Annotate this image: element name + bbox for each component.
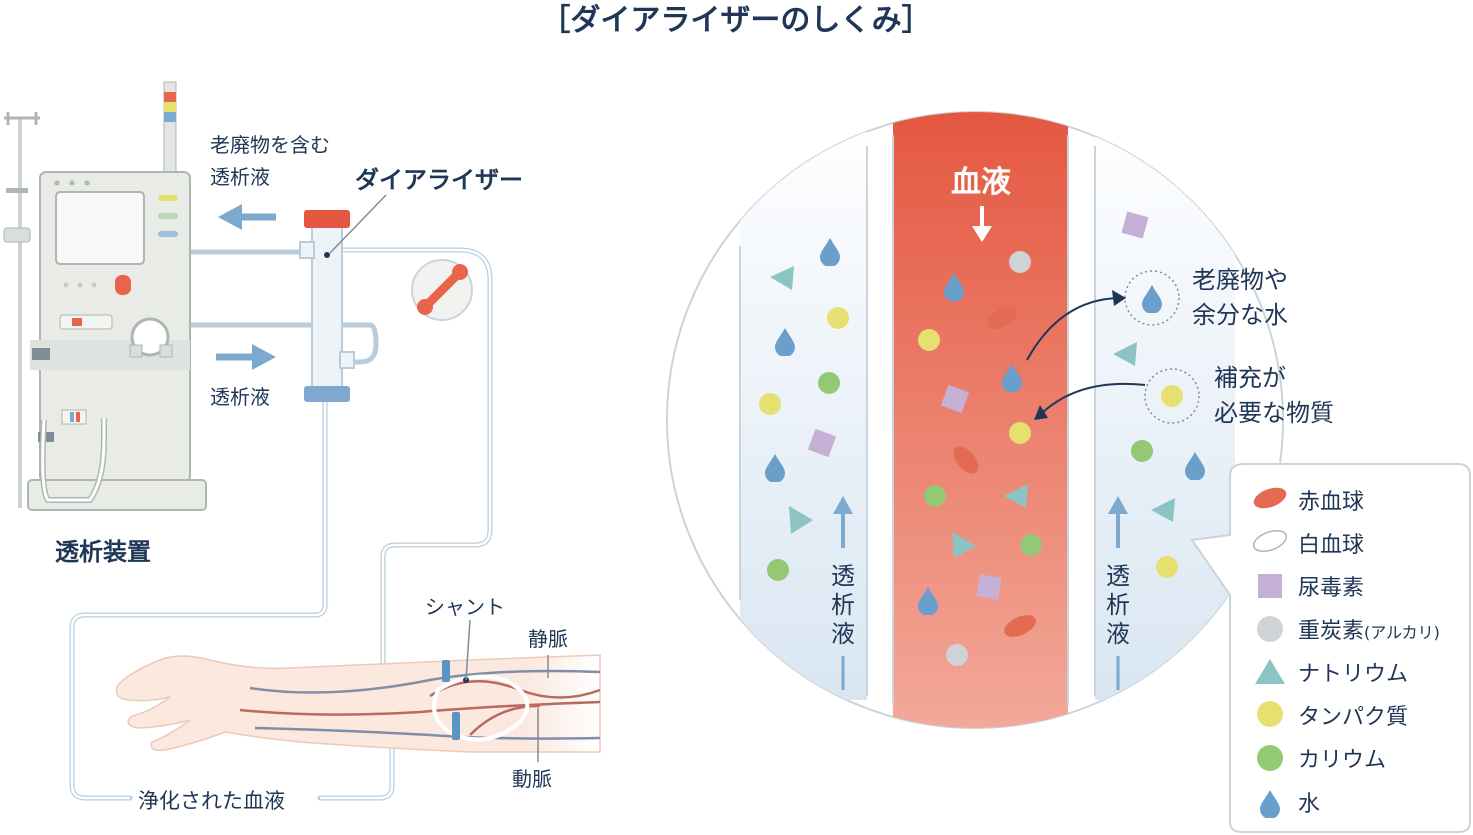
inflow-arrow-icon bbox=[216, 344, 276, 370]
bicarbonate-circle-icon bbox=[946, 644, 968, 666]
legend-label-sodium: ナトリウム bbox=[1298, 662, 1408, 687]
urea-square-icon bbox=[807, 428, 837, 458]
machine-label: 透析装置 bbox=[55, 538, 151, 566]
red-blood-cell-icon bbox=[987, 306, 1017, 330]
red-blood-cell-icon bbox=[1253, 487, 1287, 509]
potassium-circle-icon bbox=[924, 485, 946, 507]
urea-square-icon bbox=[1258, 574, 1282, 598]
legend-label-protein: タンパク質 bbox=[1298, 705, 1408, 730]
potassium-circle-icon bbox=[818, 372, 840, 394]
sodium-triangle-icon bbox=[770, 266, 794, 290]
sodium-triangle-icon bbox=[1255, 659, 1285, 684]
particles-blood-column bbox=[918, 251, 1042, 666]
dialysate-left-char-2: 析 bbox=[831, 591, 855, 619]
dialysate-right-char-3: 液 bbox=[1106, 620, 1130, 648]
red-blood-cell-icon bbox=[953, 446, 979, 474]
potassium-circle-icon bbox=[1131, 440, 1153, 462]
particles-left-column bbox=[759, 238, 849, 581]
legend-label-wbc: 白血球 bbox=[1298, 533, 1364, 558]
legend-label-bicarbonate-suffix: (アルカリ) bbox=[1364, 623, 1440, 642]
arm-illustration bbox=[115, 619, 601, 762]
blood-label: 血液 bbox=[951, 165, 1011, 200]
red-blood-cell-icon bbox=[1004, 615, 1036, 637]
waste-label-2: 余分な水 bbox=[1192, 301, 1288, 329]
potassium-circle-icon bbox=[1020, 534, 1042, 556]
dialysate-left-char-1: 透 bbox=[831, 562, 855, 590]
protein-circle-icon bbox=[827, 307, 849, 329]
dialyzer-label: ダイアライザー bbox=[355, 166, 523, 194]
urea-square-icon bbox=[976, 574, 1002, 600]
potassium-circle-icon bbox=[1257, 745, 1283, 771]
sodium-triangle-icon bbox=[1151, 498, 1175, 522]
artery-label: 動脈 bbox=[512, 767, 552, 791]
highlight-ring bbox=[1144, 368, 1200, 424]
dialysate-right-char-1: 透 bbox=[1106, 562, 1130, 590]
dialyzer-device bbox=[299, 194, 387, 402]
outflow-arrow-icon bbox=[218, 204, 276, 230]
legend-label-water: 水 bbox=[1298, 792, 1320, 817]
protein-circle-icon bbox=[759, 393, 781, 415]
legend-label-urea: 尿毒素 bbox=[1298, 576, 1364, 601]
dialysis-machine bbox=[3, 81, 207, 511]
page-title: ［ダイアライザーのしくみ］ bbox=[540, 3, 931, 38]
dialysate-label: 透析液 bbox=[210, 385, 270, 409]
sodium-triangle-icon bbox=[1004, 484, 1028, 508]
sodium-triangle-icon bbox=[789, 506, 813, 534]
protein-circle-icon bbox=[918, 329, 940, 351]
sodium-triangle-icon bbox=[1113, 342, 1137, 366]
highlight-ring bbox=[1124, 270, 1180, 326]
blood-down-arrow-icon bbox=[972, 206, 992, 242]
waste-dialysate-label-2: 透析液 bbox=[210, 165, 270, 189]
particles-right-column bbox=[1113, 211, 1205, 578]
supply-in-arrowhead-icon bbox=[1034, 405, 1048, 420]
dialysate-left-up-arrow-icon bbox=[833, 496, 853, 690]
exchange-arrows bbox=[1026, 297, 1146, 414]
white-blood-cell-icon bbox=[1252, 529, 1288, 553]
dialysate-right-char-2: 析 bbox=[1106, 591, 1130, 619]
legend-label-bicarbonate: 重炭素(アルカリ) bbox=[1298, 619, 1440, 644]
legend-label-rbc: 赤血球 bbox=[1298, 490, 1364, 515]
waste-out-arrowhead-icon bbox=[1112, 290, 1126, 306]
dialysate-right-up-arrow-icon bbox=[1108, 496, 1128, 690]
supply-label-1: 補充が bbox=[1214, 364, 1286, 392]
supply-label-2: 必要な物質 bbox=[1214, 399, 1334, 427]
potassium-circle-icon bbox=[767, 559, 789, 581]
shunt-label: シャント bbox=[425, 595, 505, 619]
protein-circle-icon bbox=[1009, 422, 1031, 444]
dialysate-left-char-3: 液 bbox=[831, 620, 855, 648]
urea-square-icon bbox=[940, 384, 970, 414]
vein-label: 静脈 bbox=[528, 627, 568, 651]
waste-label-1: 老廃物や bbox=[1192, 266, 1288, 294]
sodium-triangle-icon bbox=[952, 532, 976, 558]
bicarbonate-circle-icon bbox=[1257, 616, 1283, 642]
zoom-bubble bbox=[411, 259, 473, 321]
protein-circle-icon bbox=[1257, 701, 1283, 727]
legend: 赤血球 白血球 尿毒素 重炭素(アルカリ) ナトリウム タンパク質 カリウム 水 bbox=[1190, 463, 1471, 833]
bicarbonate-circle-icon bbox=[1009, 251, 1031, 273]
protein-circle-icon bbox=[1161, 385, 1183, 407]
legend-label-potassium: カリウム bbox=[1298, 748, 1386, 773]
urea-square-icon bbox=[1121, 211, 1149, 239]
waste-dialysate-label-1: 老廃物を含む bbox=[210, 133, 330, 157]
purified-blood-label: 浄化された血液 bbox=[138, 789, 285, 813]
protein-circle-icon bbox=[1156, 556, 1178, 578]
